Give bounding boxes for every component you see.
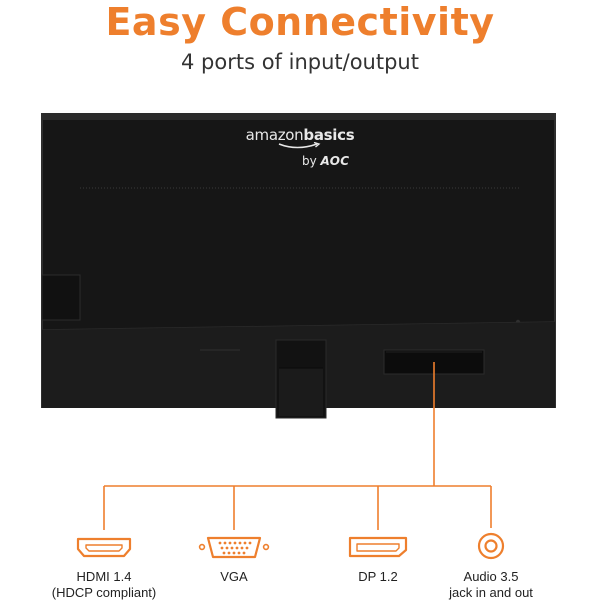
- brand-logo: amazonbasics: [230, 125, 370, 150]
- brand-partner-name: AOC: [320, 154, 350, 168]
- port-label-hdmi: HDMI 1.4 (HDCP compliant): [44, 569, 164, 601]
- port-label-line2: jack in and out: [449, 585, 533, 600]
- brand-partner: by AOC: [302, 154, 349, 168]
- displayport-icon: [348, 536, 408, 558]
- brand-smile-icon: [278, 142, 321, 149]
- port-label-line2: (HDCP compliant): [51, 585, 157, 600]
- headline: Easy Connectivity: [105, 0, 495, 44]
- subheadline: 4 ports of input/output: [181, 50, 419, 74]
- brand-wordmark: amazonbasics: [230, 125, 370, 145]
- brand-name-light: amazon: [245, 126, 304, 144]
- port-label-dp: DP 1.2: [318, 569, 438, 585]
- audio-jack-icon: [477, 532, 505, 560]
- connector-lines: [103, 362, 492, 530]
- port-label-vga: VGA: [174, 569, 294, 585]
- port-label-line1: HDMI 1.4: [76, 569, 132, 584]
- brand-name-bold: basics: [303, 126, 355, 144]
- brand-by-text: by: [302, 154, 317, 168]
- vga-port-icon: [198, 536, 270, 559]
- port-label-line1: VGA: [220, 569, 248, 584]
- port-label-line1: DP 1.2: [358, 569, 398, 584]
- monitor-stand: [275, 339, 327, 419]
- monitor-back: [41, 113, 556, 408]
- hdmi-port-icon: [76, 537, 132, 558]
- port-label-audio: Audio 3.5 jack in and out: [431, 569, 551, 601]
- port-label-line1: Audio 3.5: [463, 569, 519, 584]
